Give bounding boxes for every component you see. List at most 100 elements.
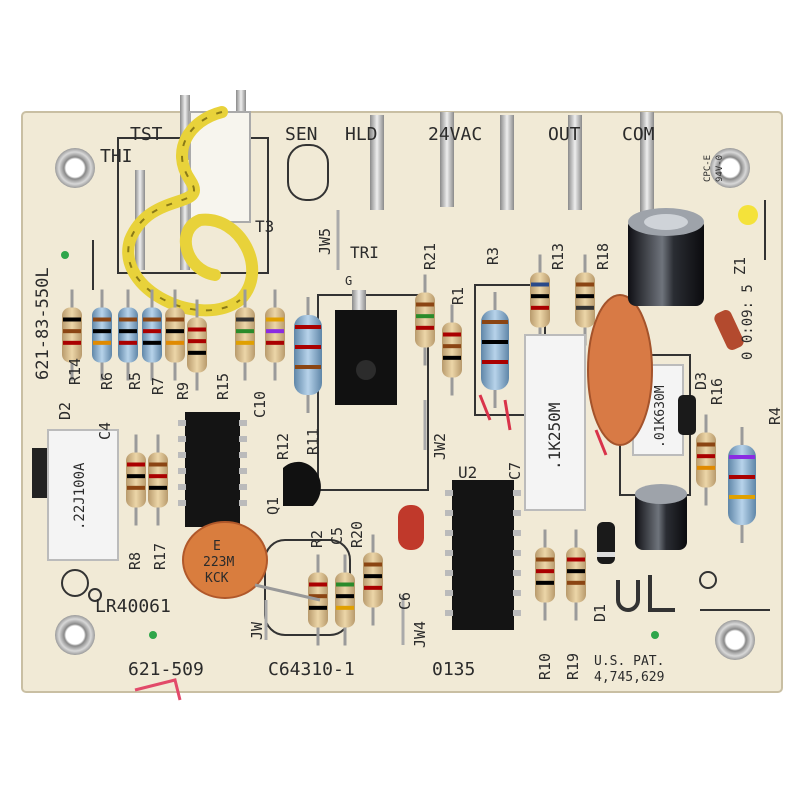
resistor-band bbox=[266, 340, 284, 345]
refdes-r15: R15 bbox=[214, 373, 232, 400]
label-com: COM bbox=[622, 124, 655, 145]
refdes-d3: D3 bbox=[692, 372, 710, 390]
yellow-marker bbox=[738, 205, 758, 225]
resistor-band bbox=[295, 345, 321, 349]
label-tst: TST bbox=[130, 124, 163, 145]
resistor-band bbox=[188, 327, 206, 332]
resistor-band bbox=[309, 582, 327, 587]
refdes-jw: JW bbox=[248, 621, 266, 640]
resistor-band bbox=[531, 282, 549, 287]
electrolytic-capacitor-large bbox=[628, 208, 704, 306]
cap-left-marking: .22J100A bbox=[72, 462, 88, 530]
resistor-band bbox=[119, 317, 137, 322]
refdes-g: G bbox=[345, 274, 352, 288]
refdes-r21: R21 bbox=[421, 243, 439, 270]
resistor bbox=[481, 310, 509, 390]
refdes-z1: Z1 bbox=[731, 257, 749, 275]
resistor-band bbox=[482, 360, 508, 364]
refdes-c10: C10 bbox=[251, 391, 269, 418]
resistor-band bbox=[567, 569, 585, 574]
film-capacitor-left: .22J100A bbox=[32, 429, 119, 561]
date-stamp: 0 0:09: 5 bbox=[740, 284, 756, 360]
resistor-band bbox=[127, 474, 145, 479]
tantalum-capacitor bbox=[398, 505, 424, 550]
resistor bbox=[126, 452, 146, 508]
resistor-band bbox=[149, 462, 167, 467]
resistor-band bbox=[364, 585, 382, 590]
resistor-band bbox=[576, 305, 594, 310]
refdes-r14: R14 bbox=[66, 358, 84, 385]
resistor-band bbox=[236, 340, 254, 345]
resistor-band bbox=[416, 302, 434, 307]
resistor-band bbox=[536, 569, 554, 574]
patent-line1: U.S. PAT. bbox=[594, 654, 664, 669]
refdes-jw2: JW2 bbox=[431, 433, 449, 460]
resistor-band bbox=[336, 582, 354, 587]
green-marker bbox=[61, 251, 69, 259]
refdes-tri: TRI bbox=[350, 243, 379, 262]
resistor-band bbox=[336, 594, 354, 599]
resistor-band bbox=[63, 329, 81, 334]
resistor-band bbox=[119, 329, 137, 334]
resistor-band bbox=[567, 557, 585, 562]
cpc-marking: CPC-E bbox=[703, 155, 713, 182]
refdes-r6: R6 bbox=[98, 372, 116, 390]
resistor bbox=[442, 322, 462, 378]
refdes-c4: C4 bbox=[96, 422, 114, 440]
resistor-band bbox=[697, 465, 715, 470]
resistor-band bbox=[236, 317, 254, 322]
resistor-band bbox=[336, 605, 354, 610]
refdes-t3: T3 bbox=[255, 217, 274, 236]
ceramic-capacitor-left: E 223M KCK bbox=[182, 521, 321, 602]
resistor bbox=[696, 432, 716, 488]
resistor bbox=[335, 572, 355, 628]
resistor-band bbox=[149, 474, 167, 479]
refdes-r12: R12 bbox=[274, 433, 292, 460]
mounting-hole bbox=[715, 620, 755, 660]
resistor-band bbox=[364, 574, 382, 579]
refdes-r8: R8 bbox=[126, 552, 144, 570]
refdes-r13: R13 bbox=[549, 243, 567, 270]
resistor-band bbox=[143, 317, 161, 322]
resistor bbox=[187, 317, 207, 373]
refdes-r20: R20 bbox=[348, 521, 366, 548]
red-ink-mark bbox=[478, 394, 608, 456]
resistor-band bbox=[531, 305, 549, 310]
green-marker bbox=[149, 631, 157, 639]
patent-line2: 4,745,629 bbox=[594, 670, 664, 685]
resistor-band bbox=[729, 475, 755, 479]
resistor-band bbox=[266, 329, 284, 334]
label-hld: HLD bbox=[345, 124, 378, 145]
resistor-band bbox=[309, 594, 327, 599]
refdes-r4: R4 bbox=[766, 407, 784, 425]
resistor-band bbox=[295, 325, 321, 329]
refdes-jw5: JW5 bbox=[316, 228, 334, 255]
resistor bbox=[92, 307, 112, 363]
resistor-band bbox=[482, 340, 508, 344]
refdes-r2: R2 bbox=[308, 530, 326, 548]
resistor-band bbox=[729, 455, 755, 459]
ceramic-capacitor-right bbox=[587, 294, 653, 446]
refdes-r19: R19 bbox=[564, 653, 582, 680]
resistor-band bbox=[443, 344, 461, 349]
refdes-r16: R16 bbox=[708, 378, 726, 405]
refdes-r7: R7 bbox=[149, 377, 167, 395]
ul-logo-small bbox=[61, 569, 102, 602]
resistor-band bbox=[416, 314, 434, 319]
resistor-band bbox=[143, 329, 161, 334]
label-out: OUT bbox=[548, 124, 581, 145]
lr-number: LR40061 bbox=[95, 596, 171, 617]
cap-ceramic-line2: 223M bbox=[203, 555, 234, 570]
cap-mid-marking: .1K250M bbox=[545, 403, 564, 470]
resistor-band bbox=[536, 580, 554, 585]
resistor bbox=[566, 547, 586, 603]
resistor bbox=[148, 452, 168, 508]
refdes-r18: R18 bbox=[594, 243, 612, 270]
resistor-band bbox=[149, 485, 167, 490]
resistor-band bbox=[166, 340, 184, 345]
resistor-band bbox=[63, 317, 81, 322]
zener-diode bbox=[714, 310, 744, 350]
electrolytic-capacitor-small bbox=[635, 484, 687, 550]
jumper-wires bbox=[264, 210, 427, 645]
resistor-band bbox=[236, 329, 254, 334]
